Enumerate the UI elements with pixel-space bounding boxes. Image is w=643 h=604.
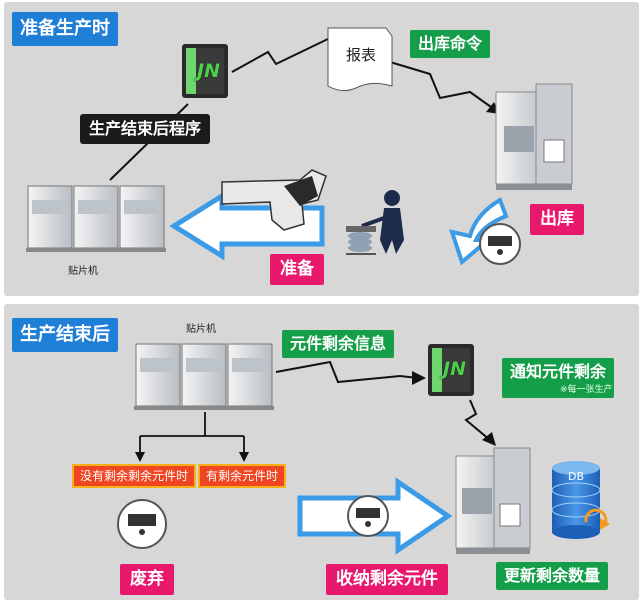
signal-line-command (389, 61, 499, 113)
feeder-unit (221, 169, 327, 231)
storage-tower-top (495, 83, 573, 190)
out-label: 出库 (530, 204, 584, 235)
curved-arrow-out (448, 197, 509, 266)
reel-discard (117, 499, 167, 549)
update-label: 更新剩余数量 (496, 562, 609, 590)
notify-label-text: 通知元件剩余 (510, 362, 607, 381)
header-prepare: 准备生产时 (12, 12, 118, 46)
mounter-label-top: 贴片机 (68, 266, 98, 277)
signal-line-notify (464, 399, 491, 441)
signal-arrowhead-notify (482, 432, 496, 446)
db-label: DB (568, 470, 585, 483)
db-cylinder (551, 461, 601, 539)
info-label: 元件剩余信息 (282, 330, 395, 358)
has-remain-label: 有剩余元件时 (198, 464, 287, 488)
command-label: 出库命令 (410, 30, 491, 58)
report-document (327, 27, 393, 92)
branch-arrow-left (135, 452, 145, 462)
jn-terminal-bottom (428, 344, 474, 396)
mounter-label-bottom: 贴片机 (186, 324, 216, 335)
signal-line-info (275, 360, 419, 384)
reel-top (479, 223, 521, 265)
notify-sub: ※每一张生产 (560, 385, 613, 395)
jn-label-top: JN (197, 60, 220, 82)
discard-label: 废弃 (120, 564, 174, 595)
signal-arrowhead-info (412, 371, 426, 385)
worker-cart (346, 190, 404, 255)
mounter-row-top (26, 185, 166, 252)
no-remain-label: 没有剩余剩余元件时 (72, 464, 197, 488)
jn-terminal-top (182, 44, 228, 98)
store-label: 收纳剩余元件 (326, 564, 448, 595)
mounter-row-bottom (134, 343, 274, 410)
jn-label-bottom: JN (443, 358, 466, 380)
program-label: 生产结束后程序 (80, 114, 211, 144)
signal-line-top (231, 37, 331, 73)
notify-label: 通知元件剩余 (502, 358, 615, 398)
report-label: 报表 (346, 46, 377, 64)
branch-lines (139, 412, 245, 456)
branch-arrow-right (239, 452, 249, 462)
storage-tower-bottom (455, 447, 531, 554)
header-after: 生产结束后 (12, 318, 118, 352)
sync-icon (584, 508, 610, 530)
reel-store (347, 495, 389, 537)
prepare-label: 准备 (270, 254, 324, 285)
